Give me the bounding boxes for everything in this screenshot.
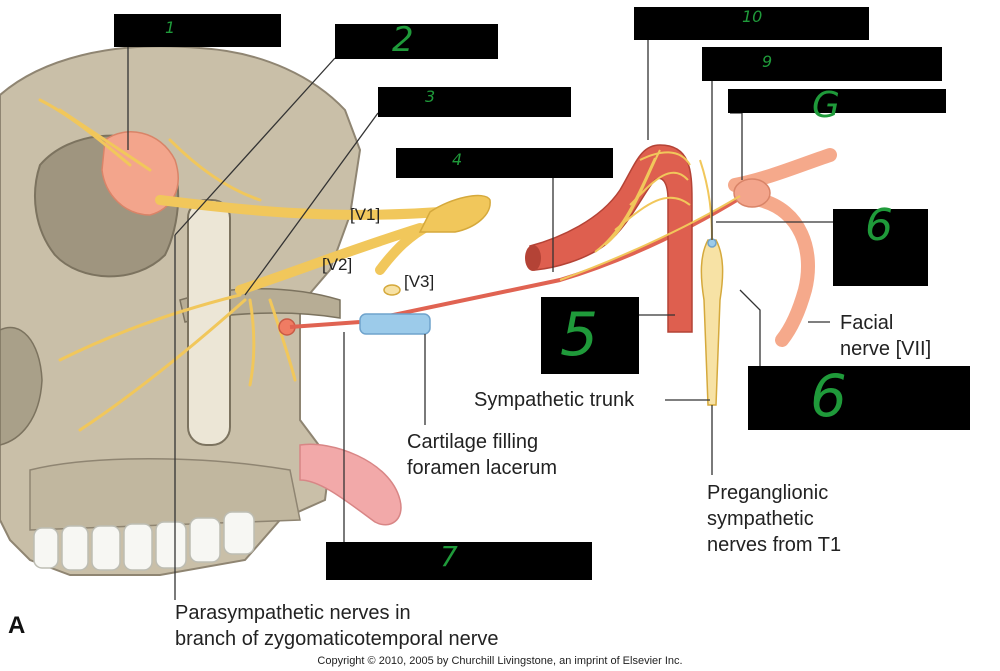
maxillary-division bbox=[235, 223, 425, 295]
redaction-box-1 bbox=[114, 14, 281, 47]
label-facial-line2: nerve [VII] bbox=[840, 338, 932, 360]
nerve-branch bbox=[248, 298, 256, 387]
handwritten-number-7: 6 bbox=[810, 362, 847, 430]
redaction-box-6 bbox=[833, 209, 928, 286]
label-preganglionic-line1: Preganglionic bbox=[707, 482, 829, 504]
carotid-plexus bbox=[594, 149, 691, 253]
plexus-strand bbox=[639, 151, 691, 166]
teeth-row bbox=[33, 511, 255, 571]
label-v1: [V1] bbox=[350, 205, 380, 224]
label-sympathetic-trunk: Sympathetic trunk bbox=[474, 389, 635, 411]
label-v2: [V2] bbox=[322, 255, 352, 274]
handwritten-number-3: 3 bbox=[425, 87, 436, 106]
greater-petrosal-nerve bbox=[559, 195, 741, 281]
tooth bbox=[123, 523, 153, 571]
handwritten-number-6: 6 bbox=[865, 200, 893, 251]
copyright-notice: Copyright © 2010, 2005 by Churchill Livi… bbox=[317, 655, 683, 667]
leader-2 bbox=[174, 57, 336, 236]
nasal-region bbox=[0, 326, 43, 446]
redaction-box-7 bbox=[748, 366, 970, 430]
leader-9 bbox=[730, 112, 743, 180]
facial-nerve bbox=[753, 193, 815, 347]
sympathetic-strand bbox=[699, 159, 713, 241]
nerve-branch bbox=[38, 98, 132, 167]
foramen-ovale-stub bbox=[383, 284, 401, 296]
label-preganglionic-line2: sympathetic bbox=[707, 508, 814, 530]
handwritten-number-9: G bbox=[812, 85, 840, 126]
handwritten-number-5: 5 bbox=[560, 300, 599, 370]
panel-letter: A bbox=[8, 612, 26, 639]
plexus-strand bbox=[594, 157, 656, 253]
leader-lines bbox=[127, 40, 835, 600]
handwritten-number-1: 1 bbox=[165, 18, 176, 37]
redaction-box-3 bbox=[378, 87, 571, 117]
redaction-box-g bbox=[326, 542, 592, 580]
label-preganglionic-line3: nerves from T1 bbox=[707, 534, 842, 556]
pterygoid-plate bbox=[187, 199, 231, 446]
foramen-lacerum-cartilage bbox=[359, 313, 431, 335]
handwritten-number-2: 2 bbox=[392, 20, 414, 60]
geniculate-ganglion bbox=[733, 178, 771, 208]
label-cartilage-line1: Cartilage filling bbox=[407, 431, 539, 453]
leader-3 bbox=[244, 112, 379, 296]
redaction-box-4 bbox=[396, 148, 613, 178]
nerve-branch bbox=[268, 298, 297, 382]
redaction-box-11 bbox=[634, 7, 869, 40]
sympathetic-trunk bbox=[700, 239, 724, 406]
label-parasympathetic-line2: branch of zygomaticotemporal nerve bbox=[175, 628, 499, 650]
tooth bbox=[155, 521, 187, 569]
tongue bbox=[299, 443, 402, 526]
maxilla bbox=[29, 458, 301, 531]
nerve-branch bbox=[58, 293, 242, 362]
plexus-strand bbox=[629, 171, 689, 206]
plexus-strand bbox=[604, 149, 661, 246]
tooth bbox=[91, 525, 121, 571]
handwritten-number-10: 9 bbox=[762, 52, 773, 71]
label-parasympathetic-line1: Parasympathetic nerves in bbox=[175, 602, 411, 624]
redaction-box-10 bbox=[702, 47, 942, 81]
tooth bbox=[189, 517, 221, 563]
tooth bbox=[33, 527, 59, 569]
redaction-box-9 bbox=[728, 89, 946, 113]
handwritten-number-g: 7 bbox=[440, 540, 458, 573]
trigeminal-ganglion bbox=[418, 194, 491, 233]
label-v3: [V3] bbox=[404, 272, 434, 291]
skull bbox=[0, 45, 402, 576]
tooth bbox=[61, 525, 89, 571]
nerve-branch bbox=[78, 298, 247, 432]
redaction-box-5 bbox=[541, 297, 639, 374]
ophthalmic-division bbox=[155, 195, 445, 220]
plexus-strand bbox=[614, 196, 691, 231]
tooth bbox=[223, 511, 255, 555]
superior-cervical-ganglion-dot bbox=[707, 238, 717, 248]
handwritten-number-4: 4 bbox=[452, 150, 463, 169]
handwritten-number-11: 10 bbox=[742, 7, 763, 26]
label-cartilage-line2: foramen lacerum bbox=[407, 457, 558, 479]
artery-cut-end bbox=[525, 245, 541, 271]
nerve-branch bbox=[168, 138, 262, 202]
label-facial-line1: Facial bbox=[840, 312, 894, 334]
redaction-box-2 bbox=[335, 24, 498, 59]
